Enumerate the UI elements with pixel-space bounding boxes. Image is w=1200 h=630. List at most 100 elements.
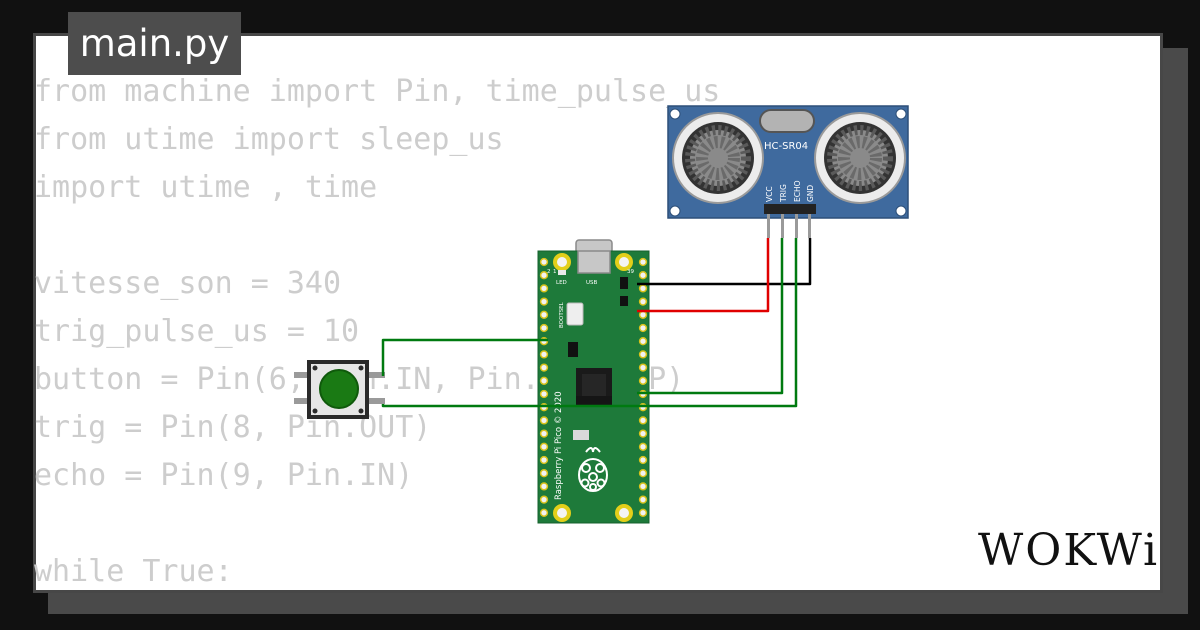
smd-component [573,430,589,440]
smd-component [620,277,628,289]
pico-pin-pad[interactable] [638,271,648,280]
wire-button-signal[interactable] [381,338,548,376]
sensor-pin-echo[interactable] [795,214,798,238]
transducer-right [814,112,906,204]
button-leg [369,398,385,404]
code-line: trig_pulse_us = 10 [34,314,360,349]
sensor-model-label: HC-SR04 [764,141,808,152]
pico-mount-hole [553,253,571,271]
pico-pin-pad[interactable] [638,323,648,333]
button-leg [294,372,308,378]
wire-vcc[interactable] [637,238,770,313]
raspberry-logo [578,447,608,492]
pico-board-label: Raspberry Pi Pico © 2020 [554,391,564,500]
pico-pin-pad[interactable] [638,337,648,346]
usb-connector-front [577,250,611,274]
flash-chip [576,396,612,406]
pico-pin-pad[interactable] [539,508,549,517]
pico-pin-pad[interactable] [539,429,549,438]
pico-pin-label-left: 2 [547,269,551,275]
button-corner [312,365,318,371]
pico-mount-hole [615,253,633,271]
button-cap[interactable] [319,369,359,409]
pico-pin-pad[interactable] [638,495,648,504]
push-button[interactable] [294,360,385,419]
rp2040-chip-die [582,374,606,398]
button-corner [312,408,318,414]
pico-pin-pad[interactable] [638,350,648,359]
bootsel-button[interactable] [566,302,584,326]
pico-pin-label-right: 39 [627,269,634,275]
sensor-pin-gnd[interactable] [808,214,811,238]
pico-pin-pad[interactable] [638,482,648,491]
code-line: import utime , time [34,170,378,205]
sensor-pin-label-trig: TRIG [779,184,788,203]
pico-pin-pad[interactable] [539,376,549,385]
pico-pin-pad[interactable] [539,271,549,280]
pico-pin-pad[interactable] [638,429,648,438]
usb-label: USB [586,280,598,286]
pico-pin-pad[interactable] [539,350,549,359]
raspberry-pi-pico[interactable]: 1 2 39 LED USB BOOTSEL Raspberry Pi Pico… [537,239,650,524]
pico-pin-pad[interactable] [638,310,648,319]
sensor-crystal [759,109,815,133]
button-corner [358,365,364,371]
pico-pin-pad[interactable] [539,310,549,319]
onboard-led [558,270,566,275]
pico-pin-pad[interactable] [638,455,648,465]
wire-trig[interactable] [637,238,784,395]
pico-pin-label-left-top: 1 [553,269,557,275]
code-line: while True: [34,554,233,589]
button-leg [369,372,385,378]
sensor-pin-label-gnd: GND [806,185,815,202]
sensor-pin-label-echo: ECHO [793,180,802,202]
pico-pin-pad[interactable] [539,416,549,425]
pico-pin-pad[interactable] [638,363,648,372]
pico-pin-pad[interactable] [539,469,549,478]
pico-pin-pad[interactable] [638,297,648,306]
sensor-mount-hole [895,108,907,120]
pico-pin-pad[interactable] [539,323,549,333]
pico-pin-pad[interactable] [638,257,648,267]
led-label: LED [556,280,567,286]
wokwi-logo[interactable]: WOKWi [978,525,1160,576]
ultrasonic-sensor[interactable]: HC-SR04 VCC TRIG ECHO GND [667,105,909,238]
code-line: echo = Pin(9, Pin.IN) [34,458,414,493]
pico-pin-pad[interactable] [539,455,549,465]
pico-pin-pad[interactable] [539,442,549,451]
file-tab-label: main.py [79,22,230,65]
pico-pin-pad[interactable] [638,442,648,451]
pico-pin-pad[interactable] [638,376,648,385]
sensor-mount-hole [895,205,907,217]
pico-pin-pads[interactable] [539,257,648,517]
pico-pin-pad[interactable] [638,508,648,517]
pico-pin-pad[interactable] [539,363,549,372]
pico-pin-pad[interactable] [638,416,648,425]
code-line: from utime import sleep_us [34,122,504,157]
sensor-pin-vcc[interactable] [767,214,770,238]
wire-echo[interactable] [381,238,798,408]
sensor-pin-trig[interactable] [781,214,784,238]
sensor-header [764,204,816,214]
wire-gnd[interactable] [637,238,812,286]
smd-component [620,296,628,306]
code-line: vitesse_son = 340 [34,266,342,301]
pico-mount-hole [553,504,571,522]
pico-pin-pad[interactable] [539,482,549,491]
pico-pin-pad[interactable] [539,297,549,306]
pico-pin-pad[interactable] [638,469,648,478]
wires [381,238,812,408]
pico-pin-pad[interactable] [539,284,549,293]
pico-pin-pad[interactable] [539,495,549,504]
button-corner [358,408,364,414]
transducer-left [672,112,764,204]
pico-pin-pad[interactable] [638,284,648,293]
file-tab[interactable]: main.py [68,12,241,75]
pico-mount-hole [615,504,633,522]
sensor-pin-label-vcc: VCC [765,186,774,202]
sensor-mount-hole [669,205,681,217]
pico-pin-pad[interactable] [539,389,549,399]
pico-pin-pad[interactable] [539,257,549,267]
